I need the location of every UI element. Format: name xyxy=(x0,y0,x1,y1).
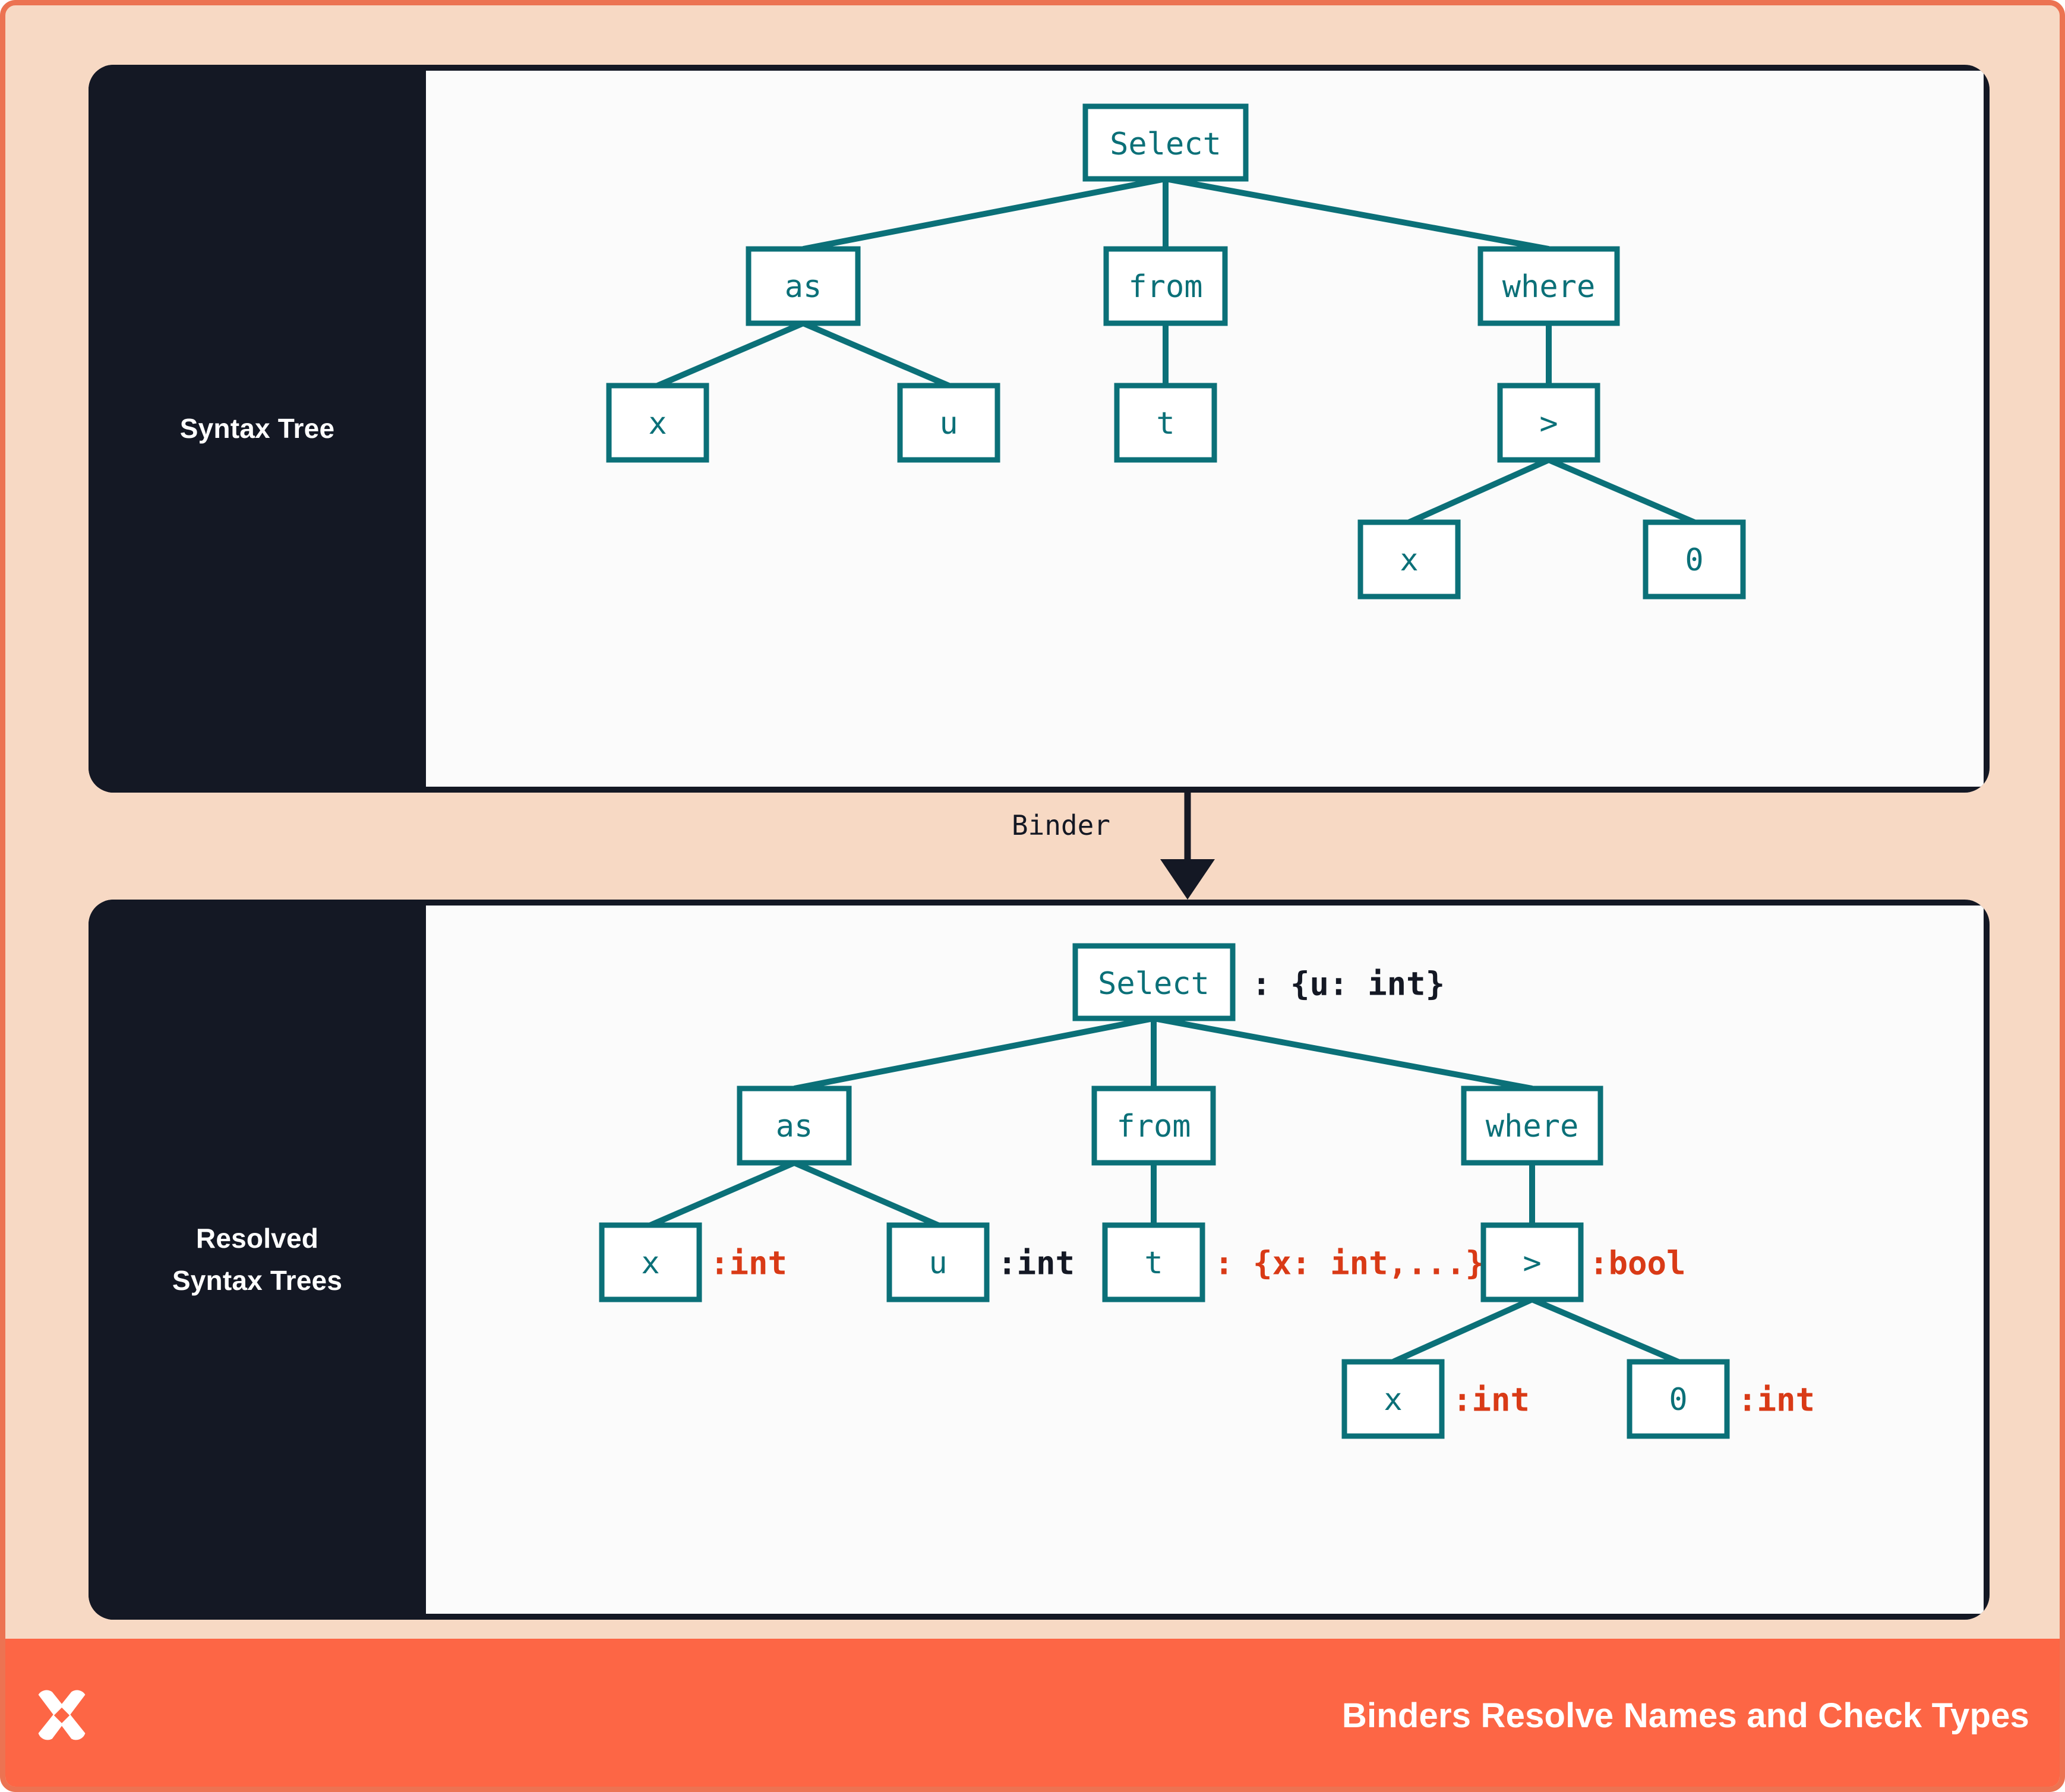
node-where-child-gt-label: > xyxy=(1539,406,1558,441)
resolved-node-where-label: where xyxy=(1486,1109,1579,1144)
node-as-right-u[interactable]: u xyxy=(897,383,1000,463)
resolved-node-where-child-gt-label: > xyxy=(1523,1245,1541,1281)
resolved-annotation-gt-right-zero: :int xyxy=(1738,1381,1815,1419)
node-from-child-t-label: t xyxy=(1156,406,1174,441)
resolved-annotation-select: : {u: int} xyxy=(1252,966,1445,1003)
resolved-node-gt-right-zero[interactable]: 0 xyxy=(1627,1359,1730,1439)
resolved-node-as-right-u[interactable]: u xyxy=(886,1222,990,1302)
resolved-node-from-child-t[interactable]: t xyxy=(1102,1222,1205,1302)
syntax-tree-edges xyxy=(656,176,1695,525)
resolved-node-as-left-x-label: x xyxy=(641,1245,659,1281)
panel-syntax-tree-label: Syntax Tree xyxy=(89,65,426,793)
binder-transition: Binder xyxy=(89,793,1990,900)
panel-syntax-tree-label-text: Syntax Tree xyxy=(179,412,335,444)
resolved-node-gt-left-x[interactable]: x xyxy=(1341,1359,1445,1439)
x-mark-logo-icon xyxy=(38,1690,86,1740)
resolved-node-from[interactable]: from xyxy=(1091,1086,1216,1166)
binder-arrow-svg: Binder xyxy=(1012,793,1215,900)
resolved-node-where-child-gt[interactable]: > xyxy=(1480,1222,1584,1302)
node-gt-left-x-label: x xyxy=(1400,542,1418,578)
resolved-node-as-left-x[interactable]: x xyxy=(599,1222,702,1302)
resolved-annotation-where-child-gt: :bool xyxy=(1589,1245,1686,1282)
resolved-node-gt-right-zero-label: 0 xyxy=(1669,1382,1687,1418)
panel-syntax-tree: Syntax Tree xyxy=(89,65,1990,793)
footer-title: Binders Resolve Names and Check Types xyxy=(1341,1696,2029,1735)
down-arrow-icon xyxy=(1160,793,1215,900)
resolved-annotation-as-left-x: :int xyxy=(710,1245,787,1282)
node-select[interactable]: Select xyxy=(1082,103,1249,182)
resolved-node-from-label: from xyxy=(1116,1109,1191,1144)
node-gt-right-zero[interactable]: 0 xyxy=(1643,519,1746,600)
node-gt-left-x[interactable]: x xyxy=(1357,519,1461,600)
resolved-node-as[interactable]: as xyxy=(737,1086,852,1166)
resolved-annotation-from-child-t: : {x: int,...} xyxy=(1214,1245,1485,1282)
resolved-annotation-gt-left-x: :int xyxy=(1453,1381,1530,1419)
panel-resolved-syntax-trees: Resolved Syntax Trees xyxy=(89,900,1990,1620)
node-from-label: from xyxy=(1128,269,1202,305)
syntax-tree-canvas: Select as from where xyxy=(426,65,1990,793)
binder-label: Binder xyxy=(1012,809,1110,841)
node-where-child-gt[interactable]: > xyxy=(1497,383,1600,463)
resolved-annotation-as-right-u: :int xyxy=(997,1245,1075,1282)
node-select-label: Select xyxy=(1110,127,1221,162)
node-as[interactable]: as xyxy=(746,246,861,326)
node-from[interactable]: from xyxy=(1103,246,1228,326)
node-where-label: where xyxy=(1502,269,1596,305)
panel-resolved-label-line1: Resolved xyxy=(195,1222,319,1254)
resolved-node-gt-left-x-label: x xyxy=(1384,1382,1402,1418)
resolved-tree-svg: Select : {u: int} as from where xyxy=(599,943,1815,1439)
node-gt-right-zero-label: 0 xyxy=(1685,542,1703,578)
node-as-left-x[interactable]: x xyxy=(606,383,709,463)
panel-resolved-label: Resolved Syntax Trees xyxy=(89,900,426,1620)
node-where[interactable]: where xyxy=(1477,246,1620,326)
node-from-child-t[interactable]: t xyxy=(1114,383,1217,463)
resolved-node-select-label: Select xyxy=(1098,966,1210,1002)
resolved-node-from-child-t-label: t xyxy=(1144,1245,1163,1281)
node-as-label: as xyxy=(785,269,822,305)
panel-resolved-label-line2: Syntax Trees xyxy=(172,1265,343,1296)
resolved-node-as-label: as xyxy=(776,1109,813,1144)
node-as-right-u-label: u xyxy=(939,406,958,441)
resolved-node-where[interactable]: where xyxy=(1461,1086,1603,1166)
syntax-tree-svg: Select as from where xyxy=(606,103,1746,600)
resolved-node-select[interactable]: Select xyxy=(1072,943,1236,1021)
node-as-left-x-label: x xyxy=(648,406,667,441)
resolved-node-as-right-u-label: u xyxy=(929,1245,947,1281)
resolved-tree-edges xyxy=(649,1015,1679,1365)
footer-bar: Binders Resolve Names and Check Types xyxy=(5,1639,2060,1787)
resolved-tree-canvas: Select : {u: int} as from where xyxy=(426,900,1990,1620)
